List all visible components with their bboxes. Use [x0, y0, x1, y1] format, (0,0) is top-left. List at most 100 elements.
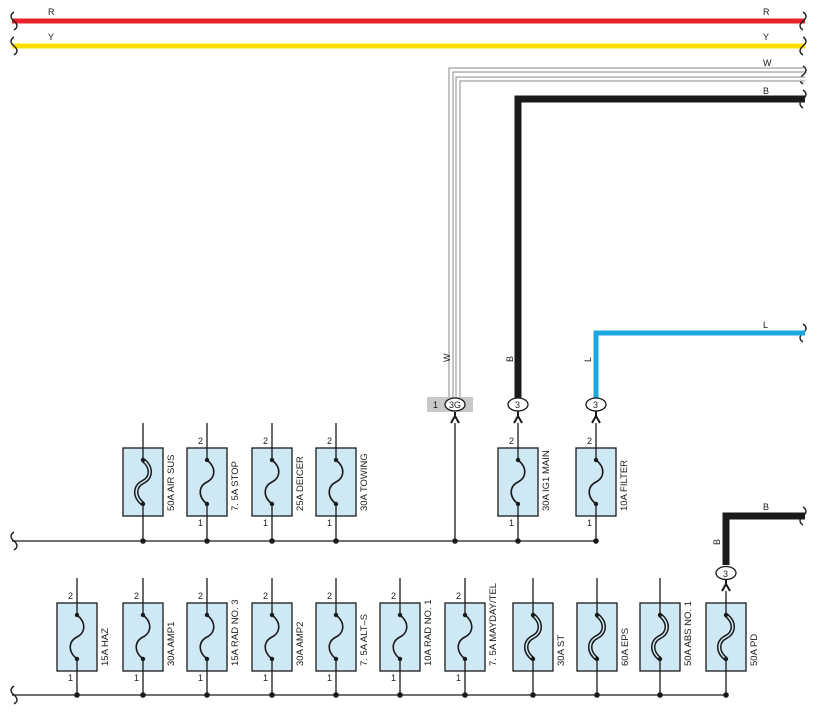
- fuse-pin-bottom: 1: [198, 518, 203, 528]
- fuse-pin-top: 2: [263, 591, 268, 601]
- fuse-pin-top: 2: [391, 591, 396, 601]
- fuse-pin-top: 2: [587, 436, 592, 446]
- fuse-label: 50A ABS NO. 1: [683, 601, 694, 666]
- fuse-r2-4: 2 1 7. 5A ALT–S: [315, 578, 370, 698]
- fuse-r2-9: 50A ABS NO. 1: [639, 578, 694, 698]
- fuse-r2-8: 60A EPS: [576, 578, 631, 698]
- fuse-label: 7. 5A ALT–S: [359, 614, 370, 666]
- wire-r: R R: [12, 7, 805, 24]
- bus-junction: [397, 692, 403, 698]
- fuse-pin-bottom: 1: [134, 673, 139, 683]
- fuse-label: 30A ST: [556, 635, 567, 666]
- wire-b: B B: [505, 86, 805, 398]
- fuse-label: 30A AMP1: [166, 622, 177, 666]
- fuse-pin-bottom: 1: [509, 518, 514, 528]
- bus-junction: [462, 692, 468, 698]
- fuse-r2-10: 50A PD: [705, 591, 760, 698]
- bus-junction: [140, 692, 146, 698]
- fuse-r2-1: 2 1 30A AMP1: [122, 578, 177, 698]
- wire-l-vertical-label: L: [583, 357, 593, 362]
- bus-junction: [204, 692, 210, 698]
- fuse-element-icon: [510, 459, 526, 505]
- fuse-pin-bottom: 1: [327, 673, 332, 683]
- fuse-label: 50A AIR SUS: [166, 454, 177, 511]
- bus-junction: [657, 692, 663, 698]
- wire-y: Y Y: [12, 32, 805, 49]
- fuse-pin-top: 2: [327, 436, 332, 446]
- fuse-element-icon: [135, 614, 151, 660]
- break-marks: [10, 11, 807, 705]
- fuse-element-icon: [328, 614, 344, 660]
- fuse-label: 30A TOWING: [359, 453, 370, 511]
- fuse-r1-3: 2 1 30A TOWING: [315, 423, 370, 544]
- fuse-pin-bottom: 1: [327, 518, 332, 528]
- fuse-r1-1: 2 1 7. 5A STOP: [186, 423, 241, 544]
- fuse-r2-7: 30A ST: [512, 578, 567, 698]
- fuse-pin-bottom: 1: [263, 518, 268, 528]
- fuse-element-icon: [199, 459, 215, 505]
- fuse-pin-top: 2: [198, 436, 203, 446]
- fuse-label: 30A AMP2: [295, 622, 306, 666]
- wire-y-right-label: Y: [763, 32, 769, 42]
- connector-3g-pin: 1: [433, 400, 438, 410]
- fuse-r2-6: 217. 5A MAYDAY/TEL: [444, 578, 499, 698]
- bus-junction: [530, 692, 536, 698]
- connector-l: 3: [585, 397, 607, 424]
- fuse-r2-2: 2 1 15A RAD NO. 3: [186, 578, 241, 698]
- fuse-element-icon: [392, 614, 408, 660]
- wire-w: W W: [442, 58, 805, 398]
- fuse-label: 60A EPS: [620, 628, 631, 666]
- fuse-pin-top: 2: [327, 591, 332, 601]
- fuse-element-icon: [457, 614, 473, 660]
- fuse-label: 10A RAD NO. 1: [423, 599, 434, 666]
- fuse-pin-top: 2: [134, 591, 139, 601]
- wire-l-right-label: L: [763, 320, 768, 330]
- fuse-element-icon: [588, 459, 604, 505]
- bus-bars: [12, 540, 726, 696]
- fuse-row-2: 2 1 15A HAZ 2 1 30A AMP1 2 1 15A RAD NO. 3 2 1 30A …: [56, 578, 760, 698]
- fuse-pin-bottom: 1: [587, 518, 592, 528]
- fuse-label: 30A IG1 MAIN: [541, 450, 552, 511]
- connector-l-label: 3: [593, 400, 598, 410]
- bus-junction: [333, 538, 339, 544]
- fuse-label: 15A HAZ: [100, 628, 111, 666]
- fuse-label: 15A RAD NO. 3: [230, 599, 241, 666]
- wire-b-vertical-label: B: [505, 356, 515, 362]
- fuse-label: 50A PD: [749, 634, 760, 666]
- fuse-pin-bottom: 1: [68, 673, 73, 683]
- wire-b-right-label: B: [763, 86, 769, 96]
- connector-b2-label: 3: [723, 569, 728, 579]
- wire-l: L L: [583, 320, 805, 398]
- bus-junction: [723, 692, 729, 698]
- fuse-pin-bottom: 1: [198, 673, 203, 683]
- fuse-element-icon: [328, 459, 344, 505]
- fuse-r2-0: 2 1 15A HAZ: [56, 578, 111, 698]
- fuse-element-icon: [199, 614, 215, 660]
- fuse-pin-top: 2: [198, 591, 203, 601]
- bus-junction: [74, 692, 80, 698]
- wire-w-vertical-label: W: [442, 353, 452, 362]
- wire-w-right-label: W: [763, 58, 772, 68]
- connector-b2: 3: [715, 565, 737, 592]
- fuse-pin-bottom: 1: [263, 673, 268, 683]
- connector-b-label: 3: [515, 400, 520, 410]
- fuse-element-icon: [264, 459, 280, 505]
- fuse-pin-bottom: 1: [391, 673, 396, 683]
- fuse-element-icon: [69, 614, 85, 660]
- fuse-element-icon: [264, 614, 280, 660]
- fuse-pin-top: 2: [456, 591, 461, 601]
- bus-junction: [269, 538, 275, 544]
- bus-junction: [594, 692, 600, 698]
- fuse-pin-top: 2: [68, 591, 73, 601]
- wire-y-left-label: Y: [48, 32, 54, 42]
- fuse-r2-3: 2 1 30A AMP2: [251, 578, 306, 698]
- wire-r-right-label: R: [763, 7, 770, 17]
- wire-r-left-label: R: [48, 7, 55, 17]
- connector-3g: 1 3G: [427, 397, 473, 424]
- fuse-label: 10A FILTER: [619, 460, 630, 511]
- fuse-label: 7. 5A STOP: [230, 461, 241, 511]
- bus-junction: [333, 692, 339, 698]
